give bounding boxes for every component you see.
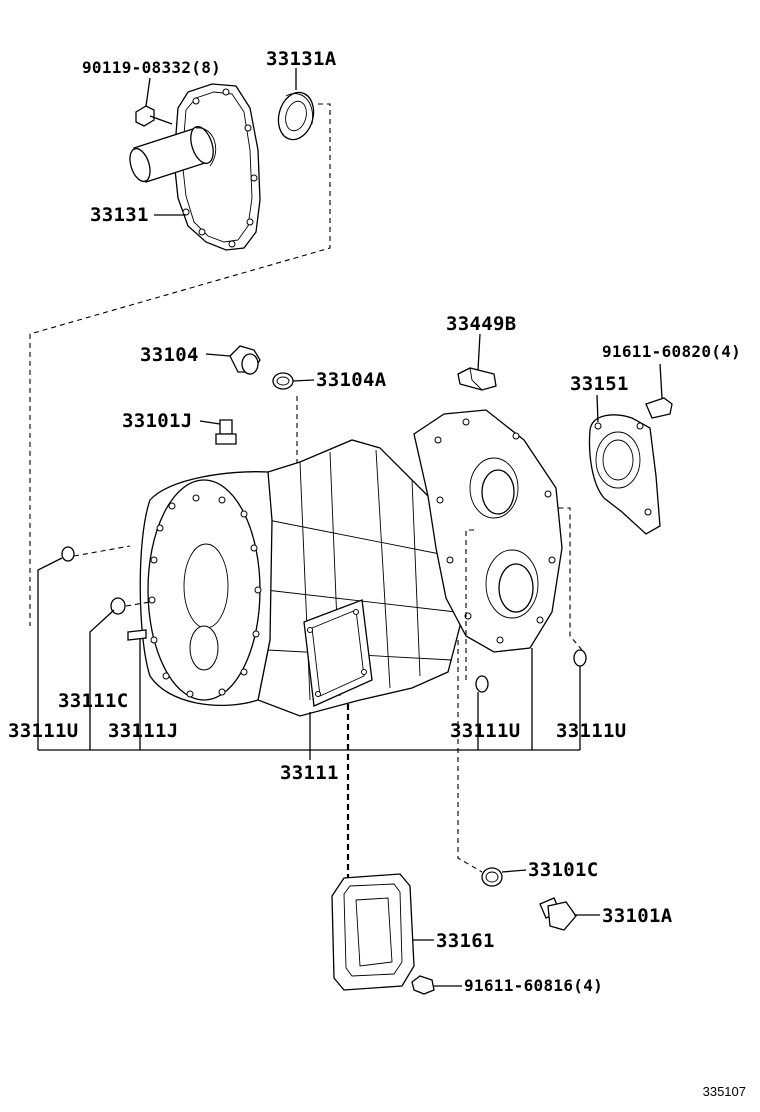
extension-housing-33131 — [129, 83, 261, 251]
label-33101A: 33101A — [602, 905, 673, 927]
drain-plug-33101A-icon — [539, 897, 600, 931]
label-33111U-left: 33111U — [8, 720, 79, 742]
label-90119-08332: 90119-08332(8) — [82, 58, 222, 77]
bolt-90119-icon — [135, 77, 173, 127]
label-33111: 33111 — [280, 762, 339, 784]
label-33111C: 33111C — [58, 690, 129, 712]
label-33161: 33161 — [436, 930, 495, 952]
bolt-91611-60816-icon — [411, 975, 462, 995]
label-33111J: 33111J — [108, 720, 179, 742]
label-33101C: 33101C — [528, 859, 599, 881]
leader-lines — [37, 557, 581, 878]
cover-plate-33161 — [331, 873, 434, 991]
label-33104A: 33104A — [316, 369, 387, 391]
label-33449B: 33449B — [446, 313, 517, 335]
bolt-91611-60820-icon — [645, 363, 673, 419]
label-33111U-right: 33111U — [556, 720, 627, 742]
label-33131: 33131 — [90, 204, 149, 226]
diagram-id: 335107 — [702, 1084, 746, 1099]
label-33101J: 33101J — [122, 410, 193, 432]
o-ring-33104A-icon — [272, 372, 315, 390]
label-33104: 33104 — [140, 344, 199, 366]
knock-pin-parts — [61, 507, 587, 693]
label-91611-60820: 91611-60820(4) — [602, 342, 742, 361]
speedometer-sleeve-33104-icon — [205, 345, 261, 375]
oil-seal-33131A-icon — [277, 68, 315, 141]
gasket-33101C-icon — [481, 867, 527, 887]
label-33131A: 33131A — [266, 48, 337, 70]
clip-33449B-icon — [457, 333, 497, 391]
bearing-retainer-33151 — [588, 394, 661, 535]
label-91611-60816: 91611-60816(4) — [464, 976, 604, 995]
label-33151: 33151 — [570, 373, 629, 395]
transmission-case-33111 — [139, 409, 563, 717]
label-33111U-mid: 33111U — [450, 720, 521, 742]
breather-plug-33101J-icon — [199, 419, 237, 445]
